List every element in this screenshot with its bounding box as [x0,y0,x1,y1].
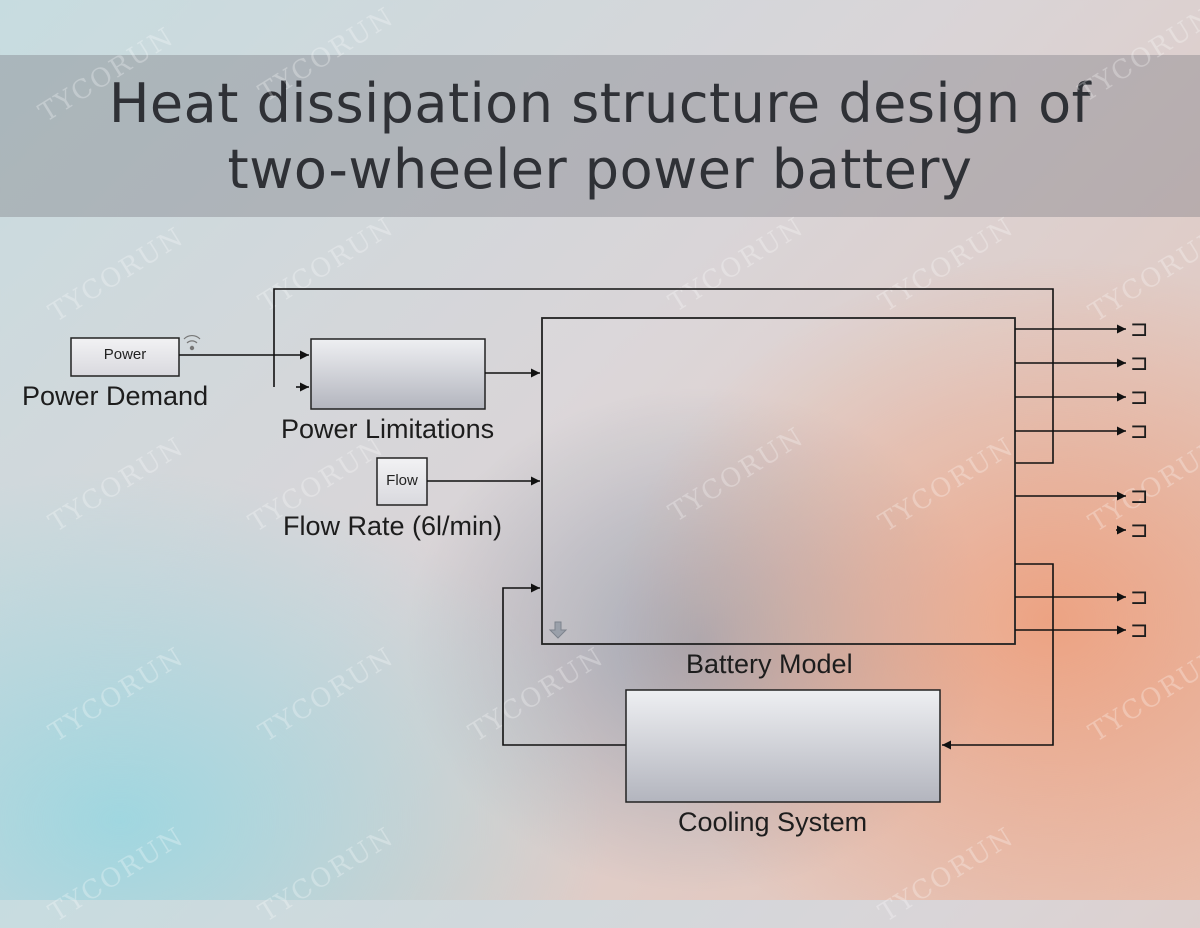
output-port-icon: ⊐ [1130,384,1149,409]
output-port-icon: ⊐ [1130,350,1149,375]
output-port-icon: ⊐ [1130,418,1149,443]
flow-rate-caption: Flow Rate (6l/min) [283,511,503,541]
down-arrow-icon [548,621,568,639]
output-port-icon: ⊐ [1130,316,1149,341]
power-source-inner-label: Power [103,346,147,363]
output-port-icon: ⊐ [1130,517,1149,542]
cooling-system-block[interactable] [625,689,941,803]
battery-model-caption: Battery Model [686,649,853,679]
cooling-system-caption: Cooling System [678,807,868,837]
flow-source-inner-label: Flow [386,472,418,489]
output-port-icon: ⊐ [1130,584,1149,609]
power-limitations-caption: Power Limitations [281,414,495,444]
output-port-icon: ⊐ [1130,483,1149,508]
block-diagram [70,288,1126,803]
flow-source-block[interactable] [376,457,428,506]
power-limitations-block[interactable] [310,338,486,410]
page-title-line-1: Heat dissipation structure design of [108,72,1092,135]
battery-to-cooling-line [942,563,1054,750]
title-band [0,55,1200,217]
power-demand-caption: Power Demand [22,381,209,411]
wireless-signal-icon [183,335,201,351]
feedback-loop-line [273,288,1054,464]
page-title-line-2: two-wheeler power battery [227,138,973,201]
power-source-block[interactable] [70,337,180,377]
battery-model-block[interactable] [541,317,1016,645]
output-lines [1015,324,1126,635]
cooling-to-battery-line [502,583,626,746]
output-port-icon: ⊐ [1130,617,1149,642]
